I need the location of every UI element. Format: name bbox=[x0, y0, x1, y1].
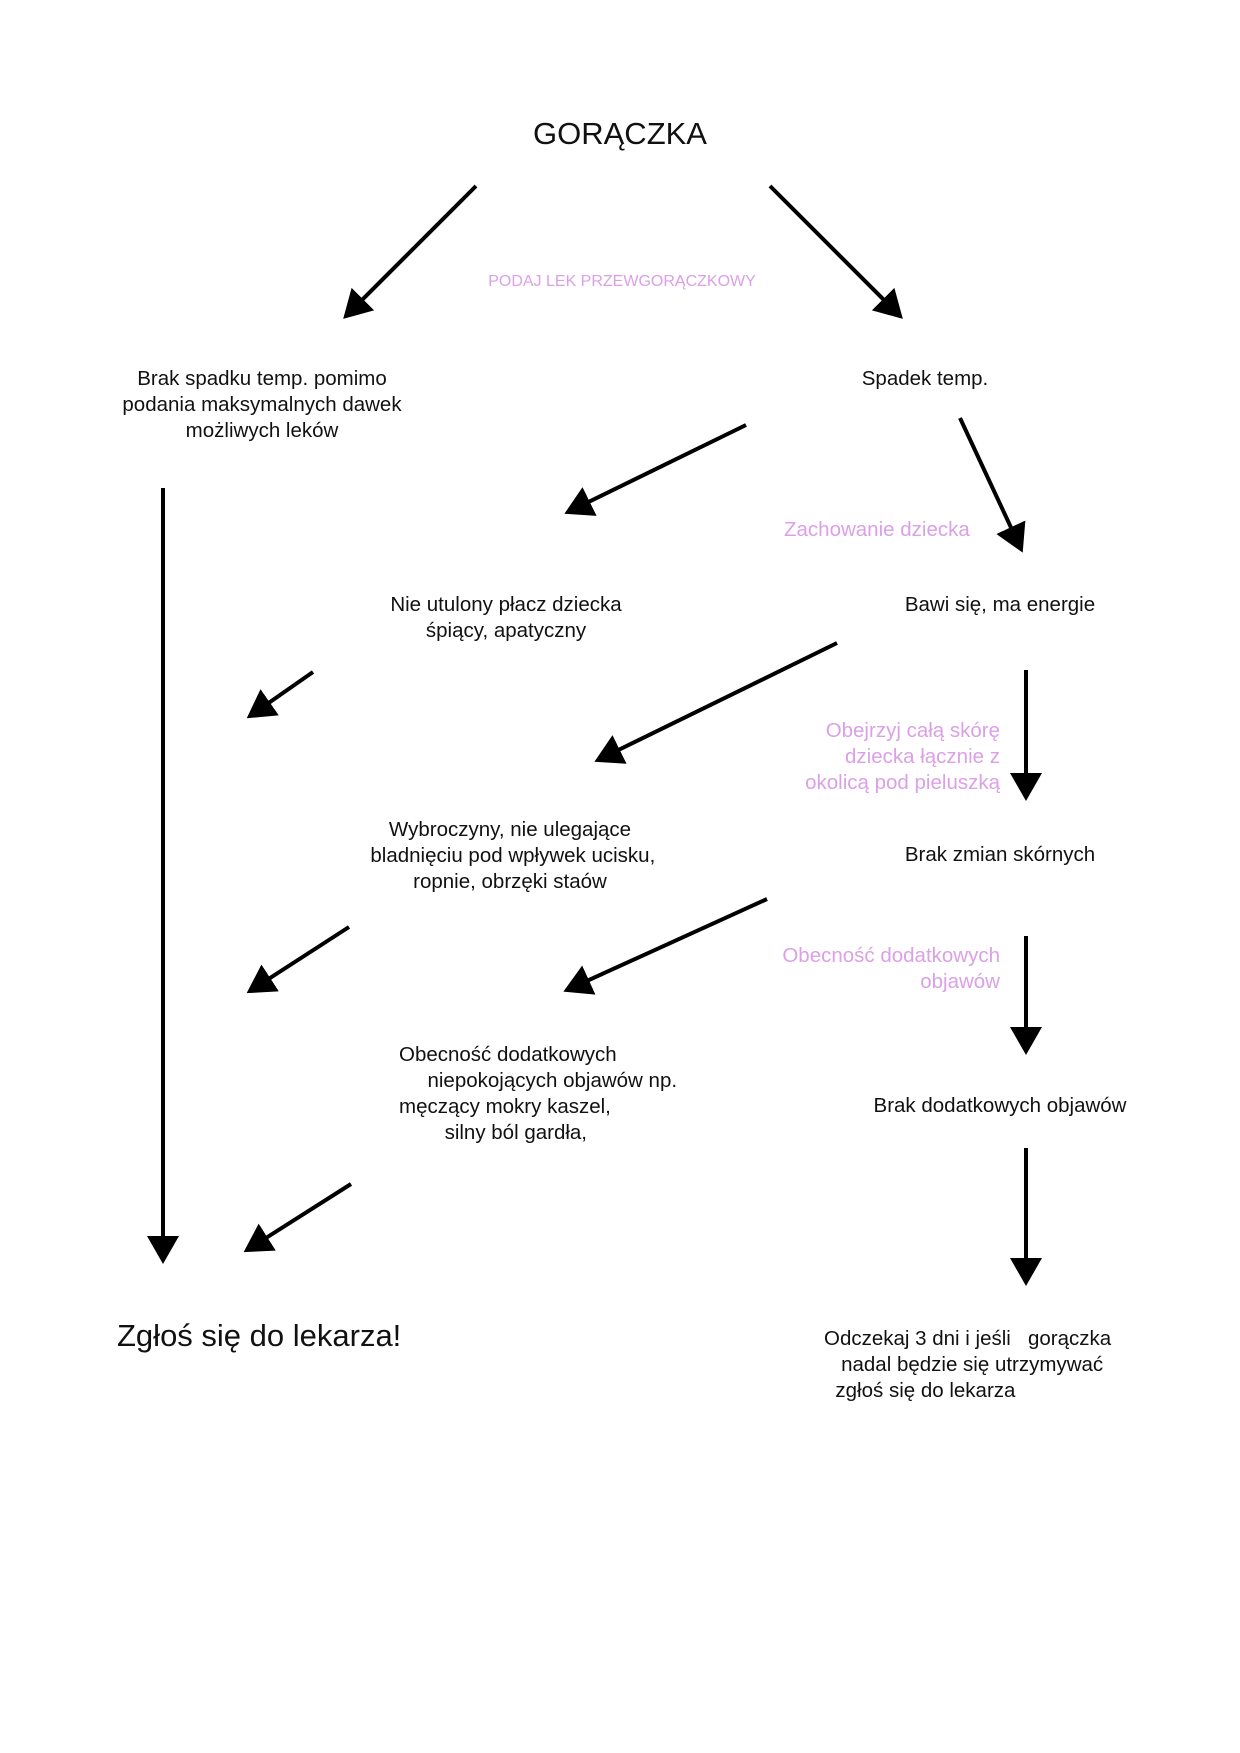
no-temp-drop-node: Brak spadku temp. pomimo podania maksyma… bbox=[122, 367, 402, 442]
arrow-symptoms-to-doctor bbox=[243, 1182, 353, 1253]
arrow-drop-to-playing bbox=[958, 417, 1026, 553]
wait-three-days-node: Odczekaj 3 dni i jeśli gorączka nadal bę… bbox=[824, 1327, 1112, 1402]
no-skin-changes-node: Brak zmian skórnych bbox=[904, 843, 1096, 866]
arrow-petechiae-to-doctor bbox=[246, 925, 351, 994]
arrow-drop-to-crying bbox=[564, 423, 747, 516]
arrow-crying-to-doctor bbox=[246, 670, 315, 719]
worrying-symptoms-node: Obecność dodatkowych niepokojących objaw… bbox=[399, 1043, 678, 1144]
child-behavior-instruction: Zachowanie dziecka bbox=[784, 518, 970, 541]
temp-drop-node: Spadek temp. bbox=[861, 367, 989, 390]
arrow-skin-to-symptoms bbox=[563, 897, 768, 995]
no-additional-symptoms-node: Brak dodatkowych objawów bbox=[873, 1094, 1127, 1117]
give-medicine-instruction: PODAJ LEK PRZEWGORĄCZKOWY bbox=[488, 273, 756, 290]
arrow-playing-to-petechiae bbox=[594, 641, 838, 764]
playing-node: Bawi się, ma energie bbox=[904, 593, 1096, 616]
crying-node: Nie utulony płacz dziecka śpiący, apatyc… bbox=[390, 593, 622, 642]
inspect-skin-instruction: Obejrzyj całą skórę dziecka łącznie z ok… bbox=[805, 719, 1000, 794]
arrow-top-left bbox=[343, 184, 478, 319]
arrow-top-right bbox=[768, 184, 903, 319]
additional-symptoms-instruction: Obecność dodatkowych objawów bbox=[782, 944, 1000, 993]
see-doctor-node: Zgłoś się do lekarza! bbox=[117, 1318, 402, 1353]
petechiae-node: Wybroczyny, nie ulegające bladnięciu pod… bbox=[370, 818, 656, 893]
diagram-title: GORĄCZKA bbox=[533, 116, 707, 151]
